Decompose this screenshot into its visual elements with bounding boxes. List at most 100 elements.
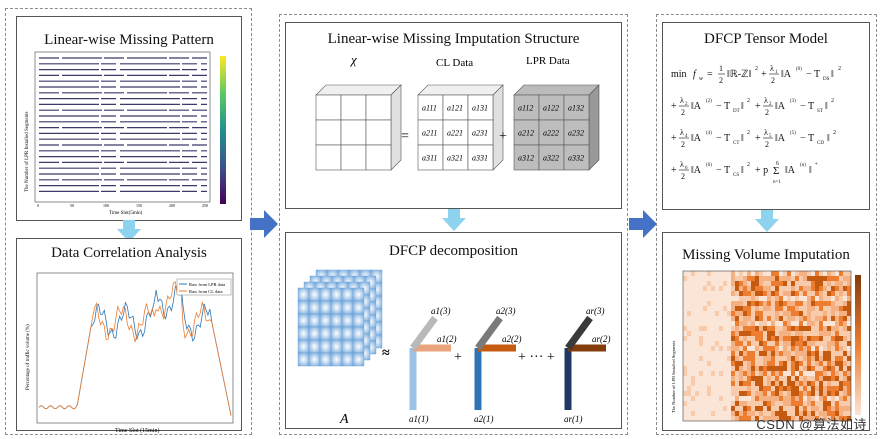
heat-cell xyxy=(735,286,739,291)
tensor-cell xyxy=(297,352,310,367)
heat-cell xyxy=(775,336,779,341)
heat-cell xyxy=(683,326,687,331)
heat-cell xyxy=(847,351,851,356)
heat-cell xyxy=(699,326,703,331)
heat-cell xyxy=(843,406,847,411)
heat-cell xyxy=(815,276,819,281)
heat-cell xyxy=(823,331,827,336)
heat-cell xyxy=(807,411,811,416)
tensor-cell xyxy=(308,326,321,341)
heat-cell xyxy=(791,346,795,351)
heat-cell xyxy=(763,321,767,326)
heat-cell xyxy=(799,411,803,416)
heat-cell xyxy=(807,316,811,321)
heat-cell xyxy=(683,336,687,341)
heat-cell xyxy=(831,341,835,346)
svg-text:‖: ‖ xyxy=(741,133,744,144)
cube-side-face xyxy=(588,84,600,171)
heat-cell xyxy=(807,361,811,366)
missing-pattern-xlabel: Time Slot(5min) xyxy=(109,211,143,216)
heat-cell xyxy=(795,356,799,361)
heat-cell xyxy=(767,361,771,366)
heat-cell xyxy=(835,281,839,286)
heat-cell xyxy=(843,286,847,291)
heat-cell xyxy=(799,286,803,291)
svg-text:(4): (4) xyxy=(706,131,712,136)
heat-cell xyxy=(827,366,831,371)
heat-cell xyxy=(807,381,811,386)
heat-cell xyxy=(767,311,771,316)
cube-cell xyxy=(563,119,590,146)
heat-cell xyxy=(707,386,711,391)
heat-cell xyxy=(819,326,823,331)
heat-cell xyxy=(839,351,843,356)
heat-cell xyxy=(787,321,791,326)
heat-cell xyxy=(783,381,787,386)
heat-cell xyxy=(827,311,831,316)
heat-cell xyxy=(759,321,763,326)
heat-cell xyxy=(803,356,807,361)
heat-cell xyxy=(847,286,851,291)
missing-volume-heatmap: The Number of LPR Installed Segments xyxy=(671,270,861,422)
heat-cell xyxy=(791,326,795,331)
heat-cell xyxy=(791,396,795,401)
heat-cell xyxy=(843,316,847,321)
svg-text:*: * xyxy=(815,163,818,168)
heat-cell xyxy=(747,341,751,346)
heat-cell xyxy=(751,351,755,356)
heat-cell xyxy=(839,286,843,291)
heat-cell xyxy=(803,341,807,346)
factor-mode3-bar xyxy=(410,315,438,351)
heat-cell xyxy=(787,341,791,346)
heat-cell xyxy=(699,341,703,346)
heat-cell xyxy=(747,271,751,276)
heat-cell xyxy=(803,326,807,331)
heat-cell xyxy=(827,296,831,301)
heat-cell xyxy=(827,316,831,321)
heat-cell xyxy=(755,396,759,401)
heat-cell xyxy=(759,311,763,316)
svg-text:2: 2 xyxy=(747,162,750,168)
heat-cell xyxy=(779,381,783,386)
heat-cell xyxy=(799,291,803,296)
heat-cell xyxy=(823,411,827,416)
heat-cell xyxy=(759,391,763,396)
heat-cell xyxy=(683,371,687,376)
heat-cell xyxy=(747,336,751,341)
heat-cell xyxy=(759,291,763,296)
heat-cell xyxy=(819,291,823,296)
heat-cell xyxy=(707,391,711,396)
svg-text:f: f xyxy=(693,69,697,80)
heat-cell xyxy=(803,331,807,336)
heat-cell xyxy=(739,406,743,411)
svg-text:(5): (5) xyxy=(790,131,796,136)
heat-cell xyxy=(795,316,799,321)
svg-text:CS: CS xyxy=(733,173,739,178)
heat-cell xyxy=(691,271,695,276)
heat-cell xyxy=(815,361,819,366)
heat-cell xyxy=(743,366,747,371)
heat-cell xyxy=(771,296,775,301)
cube-cell xyxy=(365,144,392,171)
cube-top-face xyxy=(315,84,402,96)
heat-cell xyxy=(787,311,791,316)
heat-cell xyxy=(775,351,779,356)
svg-text:DT: DT xyxy=(733,109,740,114)
heat-cell xyxy=(843,271,847,276)
heat-cell xyxy=(767,336,771,341)
tensor-cell xyxy=(352,352,365,367)
heat-cell xyxy=(731,336,735,341)
heat-cell xyxy=(743,391,747,396)
heat-cell xyxy=(711,286,715,291)
heat-cell xyxy=(783,411,787,416)
heat-cell xyxy=(771,336,775,341)
heat-cell xyxy=(811,416,815,421)
x-tick-label: 150 xyxy=(136,203,142,208)
heat-cell xyxy=(839,366,843,371)
heat-cell xyxy=(795,271,799,276)
heat-cell xyxy=(827,281,831,286)
heat-cell xyxy=(719,396,723,401)
heat-cell xyxy=(811,386,815,391)
svg-text:‖A: ‖A xyxy=(775,133,786,144)
heat-cell xyxy=(795,341,799,346)
